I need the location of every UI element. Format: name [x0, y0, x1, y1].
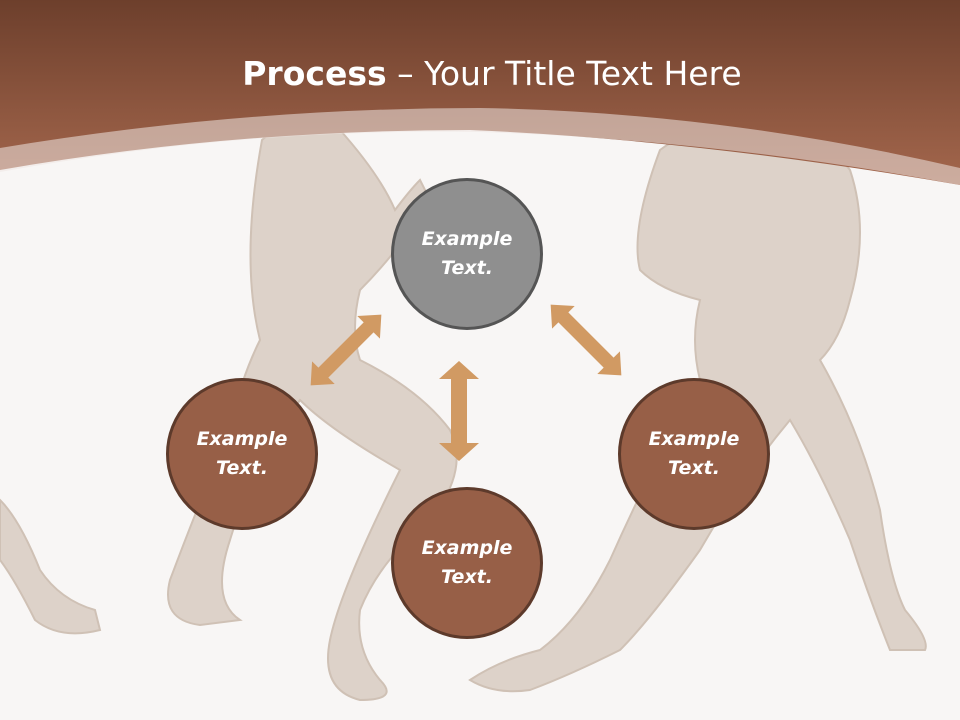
arrows: [310, 304, 622, 461]
node-label: Example Text.: [196, 428, 288, 479]
node-label: Example Text.: [421, 228, 513, 279]
header-swoosh: [0, 108, 960, 185]
node-label: Example Text.: [648, 428, 740, 479]
title-rest: – Your Title Text Here: [386, 54, 742, 93]
double-arrow-right-icon: [550, 304, 622, 376]
process-node-left: Example Text.: [166, 378, 318, 530]
title-bold: Process: [242, 54, 387, 93]
process-node-top: Example Text.: [391, 178, 543, 330]
process-node-bottom: Example Text.: [391, 487, 543, 639]
node-label: Example Text.: [421, 537, 513, 588]
double-arrow-vertical-icon: [439, 361, 479, 461]
slide-title: Process – Your Title Text Here: [0, 52, 960, 96]
double-arrow-left-icon: [310, 314, 382, 386]
process-node-right: Example Text.: [618, 378, 770, 530]
